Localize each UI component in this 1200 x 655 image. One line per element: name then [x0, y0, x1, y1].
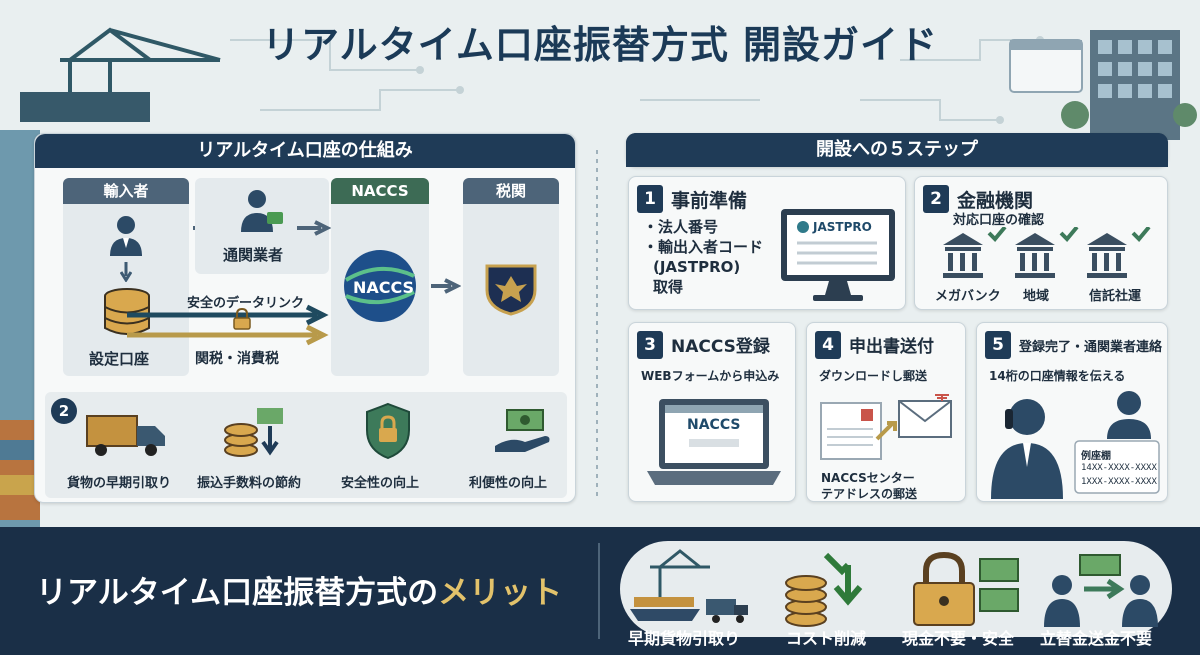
step-1-bullet-1: ・法人番号: [643, 218, 719, 236]
step-5-title: 登録完了・通関業者連絡: [1019, 340, 1163, 355]
truck-icon: [86, 415, 165, 456]
merit-label-cost: コスト削減: [786, 629, 867, 648]
phone-call-person-icon: [991, 391, 1160, 499]
merits-footer: リアルタイム口座振替方式のメリット: [0, 527, 1200, 655]
steps-panel: 開設への５ステップ: [626, 133, 1168, 167]
bank-icons: [943, 227, 1151, 278]
footer-divider: [598, 543, 600, 639]
step-5-number: 5: [985, 331, 1011, 359]
lock-icon: [233, 308, 251, 330]
customs-heading: 税関: [463, 178, 559, 204]
benefit-label-fee-saving: 振込手数料の節約: [197, 476, 302, 491]
benefits-badge: 2: [51, 398, 77, 424]
bank-label-regional: 地域: [1023, 289, 1050, 304]
shield-lock-icon: [366, 402, 410, 460]
account-card-line-2: 1XXX-XXXX-XXXX: [1081, 477, 1157, 487]
broker-label: 通関業者: [223, 246, 284, 264]
step-3-subtitle: WEBフォームから申込み: [641, 369, 780, 383]
secure-link-arrow-icon: [127, 304, 329, 326]
bank-label-mega: メガバンク: [935, 289, 1001, 304]
secure-link-label: 安全のデータリンク: [187, 296, 305, 311]
tax-label: 関税・消費税: [195, 351, 279, 367]
laptop-icon: [647, 399, 781, 485]
step-3-title: NACCS登録: [671, 337, 770, 357]
step-2-number: 2: [923, 185, 949, 213]
mechanism-panel: リアルタイム口座の仕組み 輸入者 設定口座 通関業者: [34, 133, 576, 503]
account-card-title: 例座棚: [1081, 451, 1111, 462]
benefit-label-convenience: 利便性の向上: [469, 476, 548, 491]
naccs-column: NACCS NACCS: [331, 178, 429, 376]
merits-title: リアルタイム口座振替方式のメリット: [36, 567, 562, 612]
step-5-card: 5 登録完了・通関業者連絡 14桁の口座情報を伝える 例座棚 14XX-XXXX…: [976, 322, 1168, 502]
port-ship-icon: [630, 549, 748, 623]
merits-title-main: リアルタイム口座振替方式の: [36, 575, 439, 611]
importer-heading: 輸入者: [63, 178, 189, 204]
importer-column: 輸入者 設定口座: [63, 178, 189, 376]
step-4-number: 4: [815, 331, 841, 359]
page-title: リアルタイム口座振替方式 開設ガイド: [261, 23, 939, 67]
benefit-label-early-pickup: 貨物の早期引取り: [67, 476, 172, 491]
mechanism-heading: リアルタイム口座の仕組み: [35, 134, 575, 168]
step-4-note-2: テアドレスの郵送: [821, 487, 918, 501]
naccs-logo-text: NACCS: [353, 278, 415, 297]
arrow-to-customs-icon: [431, 278, 461, 294]
step-4-card: 4 申出書送付 ダウンロードし郵送 NACCSセンター テアドレスの郵送: [806, 322, 966, 502]
hand-money-icon: [495, 409, 550, 452]
bank-label-trust: 信託社運: [1089, 289, 1142, 304]
step-1-title: 事前準備: [671, 190, 748, 212]
customs-column: 税関: [463, 178, 559, 376]
arrow-to-naccs-icon: [297, 220, 331, 236]
jastpro-logo-text: JASTPRO: [813, 220, 872, 234]
cash-free-lock-icon: [913, 551, 1019, 626]
broker-person-icon: [241, 190, 283, 232]
document-mail-icon: [820, 394, 952, 460]
step-2-subtitle: 対応口座の確認: [953, 213, 1045, 228]
benefit-label-security: 安全性の向上: [341, 476, 420, 491]
benefits-strip: 2 貨物の早期引取り 振込手数料の節約 安全性の向上 利便性の向上: [45, 392, 567, 498]
naccs-globe-icon: [344, 250, 416, 322]
merits-title-highlight: メリット: [438, 575, 563, 611]
monitor-icon: [781, 209, 895, 301]
down-arrow-icon: [120, 262, 132, 282]
step-4-title: 申出書送付: [849, 337, 934, 357]
importer-person-icon: [110, 216, 142, 256]
step-2-title: 金融機関: [957, 190, 1034, 212]
account-label: 設定口座: [89, 350, 150, 368]
customs-emblem-icon: [485, 264, 537, 316]
step-3-number: 3: [637, 331, 663, 359]
step-4-note-1: NACCSセンター: [821, 471, 915, 485]
no-advance-remittance-icon: [1044, 554, 1158, 627]
step-1-number: 1: [637, 185, 663, 213]
merit-label-cashless: 現金不要・安全: [902, 629, 1015, 648]
tax-arrow-icon: [127, 324, 329, 346]
step-1-bullet-4: 取得: [653, 278, 684, 296]
step-1-bullet-3: (JASTPRO): [653, 258, 741, 276]
coins-savings-icon: [224, 408, 283, 457]
cost-reduction-icon: [785, 552, 863, 627]
account-card-line-1: 14XX-XXXX-XXXX: [1081, 463, 1157, 473]
naccs-screen-logo: NACCS: [687, 417, 741, 433]
merit-label-early-pickup: 早期貨物引取り: [628, 629, 741, 648]
step-5-subtitle: 14桁の口座情報を伝える: [989, 369, 1126, 383]
steps-heading: 開設への５ステップ: [626, 133, 1168, 167]
naccs-heading: NACCS: [331, 178, 429, 204]
step-3-card: 3 NACCS登録 WEBフォームから申込み NACCS: [628, 322, 796, 502]
merits-icon-strip: [620, 541, 1172, 637]
step-1-card: 1 事前準備 ・法人番号 ・輸出入者コード (JASTPRO) 取得 JASTP…: [628, 176, 906, 310]
merit-label-no-advance: 立替金送金不要: [1040, 629, 1153, 648]
step-2-card: 2 金融機関 対応口座の確認 メガバンク 地域 信託社運: [914, 176, 1168, 310]
step-1-bullet-2: ・輸出入者コード: [643, 238, 764, 256]
step-4-subtitle: ダウンロードし郵送: [819, 369, 928, 383]
